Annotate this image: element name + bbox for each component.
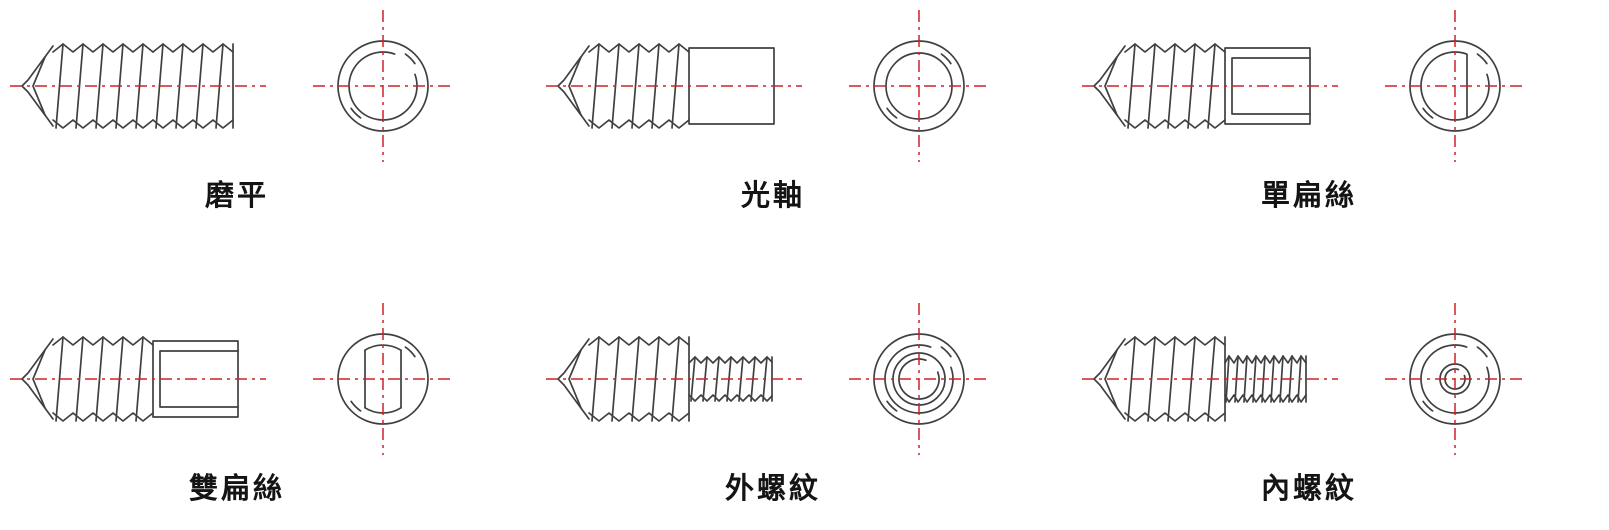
- end-view-external-thread-icon: [849, 303, 989, 455]
- end-view-double-flat-icon: [313, 303, 453, 455]
- end-view-plain-shaft-icon: [849, 10, 989, 162]
- cell-label-single-flat: 單扁絲: [1260, 178, 1357, 212]
- side-view-internal-thread-icon: [1082, 336, 1338, 422]
- cell-single-flat: 單扁絲: [1072, 0, 1608, 265]
- end-view-internal-thread-icon: [1385, 303, 1525, 455]
- cell-label-plain-shaft: 光軸: [740, 178, 805, 212]
- views-ground-flat: [8, 6, 458, 166]
- side-view-ground-flat-icon: [10, 43, 266, 129]
- views-internal-thread: [1080, 299, 1530, 459]
- cell-label-internal-thread: 內螺紋: [1260, 471, 1357, 505]
- side-view-plain-shaft-icon: [546, 43, 802, 129]
- side-view-double-flat-icon: [10, 336, 266, 422]
- cell-double-flat: 雙扁絲: [0, 265, 536, 530]
- cell-internal-thread: 內螺紋: [1072, 265, 1608, 530]
- end-view-ground-flat-icon: [313, 10, 453, 162]
- cell-ground-flat: 磨平: [0, 0, 536, 265]
- cell-plain-shaft: 光軸: [536, 0, 1072, 265]
- cell-label-external-thread: 外螺紋: [724, 471, 821, 505]
- views-plain-shaft: [544, 6, 994, 166]
- cell-label-ground-flat: 磨平: [204, 178, 269, 212]
- views-single-flat: [1080, 6, 1530, 166]
- side-view-single-flat-icon: [1082, 43, 1338, 129]
- views-double-flat: [8, 299, 458, 459]
- cell-external-thread: 外螺紋: [536, 265, 1072, 530]
- end-view-single-flat-icon: [1385, 10, 1525, 162]
- views-external-thread: [544, 299, 994, 459]
- side-view-external-thread-icon: [546, 336, 802, 422]
- cell-label-double-flat: 雙扁絲: [188, 471, 285, 505]
